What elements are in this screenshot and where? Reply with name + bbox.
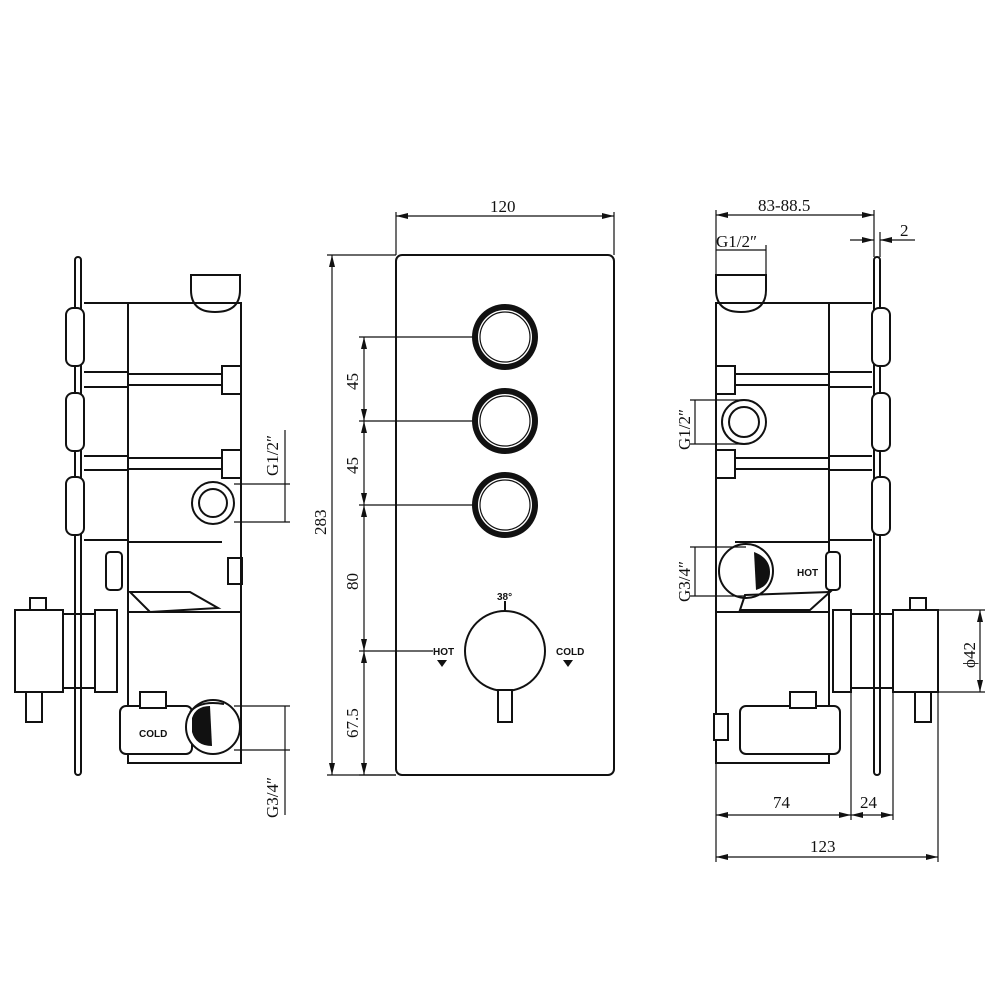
- right-overall-depth-label: 123: [810, 837, 836, 856]
- right-sleeve-depth-label: 24: [860, 793, 878, 812]
- right-valve-body: [715, 302, 830, 764]
- right-dim-depth-range: 83-88.5: [715, 196, 875, 275]
- left-button-stems: [65, 302, 128, 541]
- right-dim-overall-depth: 123: [716, 837, 938, 860]
- spacing-2-label: 45: [343, 457, 362, 474]
- right-side-view: HOT 83-88.5: [675, 196, 985, 862]
- front-button-1: [472, 304, 538, 370]
- front-plate: [395, 254, 615, 776]
- left-cartridges: [128, 365, 243, 585]
- front-cold-label: COLD: [556, 647, 584, 658]
- hot-arrow-icon: [437, 660, 447, 667]
- right-depth-range-label: 83-88.5: [758, 196, 810, 215]
- front-height-label: 283: [311, 510, 330, 536]
- right-diameter-label: ϕ42: [960, 642, 979, 668]
- front-hot-label: HOT: [433, 647, 454, 658]
- spacing-1-label: 45: [343, 373, 362, 390]
- left-valve-body: [127, 302, 242, 764]
- right-plate-thickness-label: 2: [900, 221, 909, 240]
- right-dim-hot-inlet: G3/4″: [675, 546, 746, 602]
- temp-mark-label: 38°: [497, 592, 512, 603]
- left-g12-label: G1/2″: [263, 435, 282, 476]
- right-thermostat-stem: [832, 597, 939, 723]
- front-dim-height: 283: [311, 254, 396, 776]
- right-side-outlet-label: G1/2″: [675, 409, 694, 450]
- right-dim-top-outlet: G1/2″: [716, 232, 767, 275]
- left-g34-inlet-shade: [192, 706, 212, 746]
- left-cold-label: COLD: [139, 729, 167, 740]
- right-hot-label: HOT: [797, 568, 818, 579]
- left-mixer-wedge: [127, 591, 222, 614]
- front-width-label: 120: [490, 197, 516, 216]
- left-thermostat-stem: [14, 551, 123, 723]
- right-dim-side-outlet: G1/2″: [675, 399, 744, 450]
- front-dim-spacings: 45 45 80 67.5: [343, 336, 474, 776]
- right-top-outlet: [715, 274, 767, 314]
- front-view: 38° HOT COLD 120 283: [311, 197, 615, 776]
- front-button-2: [472, 388, 538, 454]
- left-top-outlet: [190, 274, 241, 314]
- front-button-3: [472, 472, 538, 538]
- spacing-3-label: 80: [343, 573, 362, 590]
- right-hot-inlet-label: G3/4″: [675, 561, 694, 602]
- left-dim-g12: G1/2″: [234, 430, 290, 523]
- right-g34-inlet-shade: [754, 552, 770, 590]
- cold-arrow-icon: [563, 660, 573, 667]
- right-top-outlet-label: G1/2″: [716, 232, 757, 251]
- right-cold-block: [739, 705, 841, 755]
- left-g34-label: G3/4″: [263, 777, 282, 818]
- right-dim-diameter: ϕ42: [938, 609, 985, 693]
- right-dim-plate-thickness: 2: [850, 221, 915, 257]
- right-dim-body-depth: 74 24: [715, 692, 939, 862]
- right-cartridges: [715, 365, 829, 543]
- right-button-stems: [829, 302, 891, 541]
- spacing-4-label: 67.5: [343, 708, 362, 738]
- right-mixer-wedge: [738, 590, 833, 611]
- right-body-depth-label: 74: [773, 793, 791, 812]
- left-dim-g34: G3/4″: [234, 705, 290, 818]
- thermostat-knob: [464, 601, 546, 723]
- left-side-view: COLD G1/2″ G3/4″: [14, 256, 290, 818]
- front-dim-width: 120: [395, 197, 615, 255]
